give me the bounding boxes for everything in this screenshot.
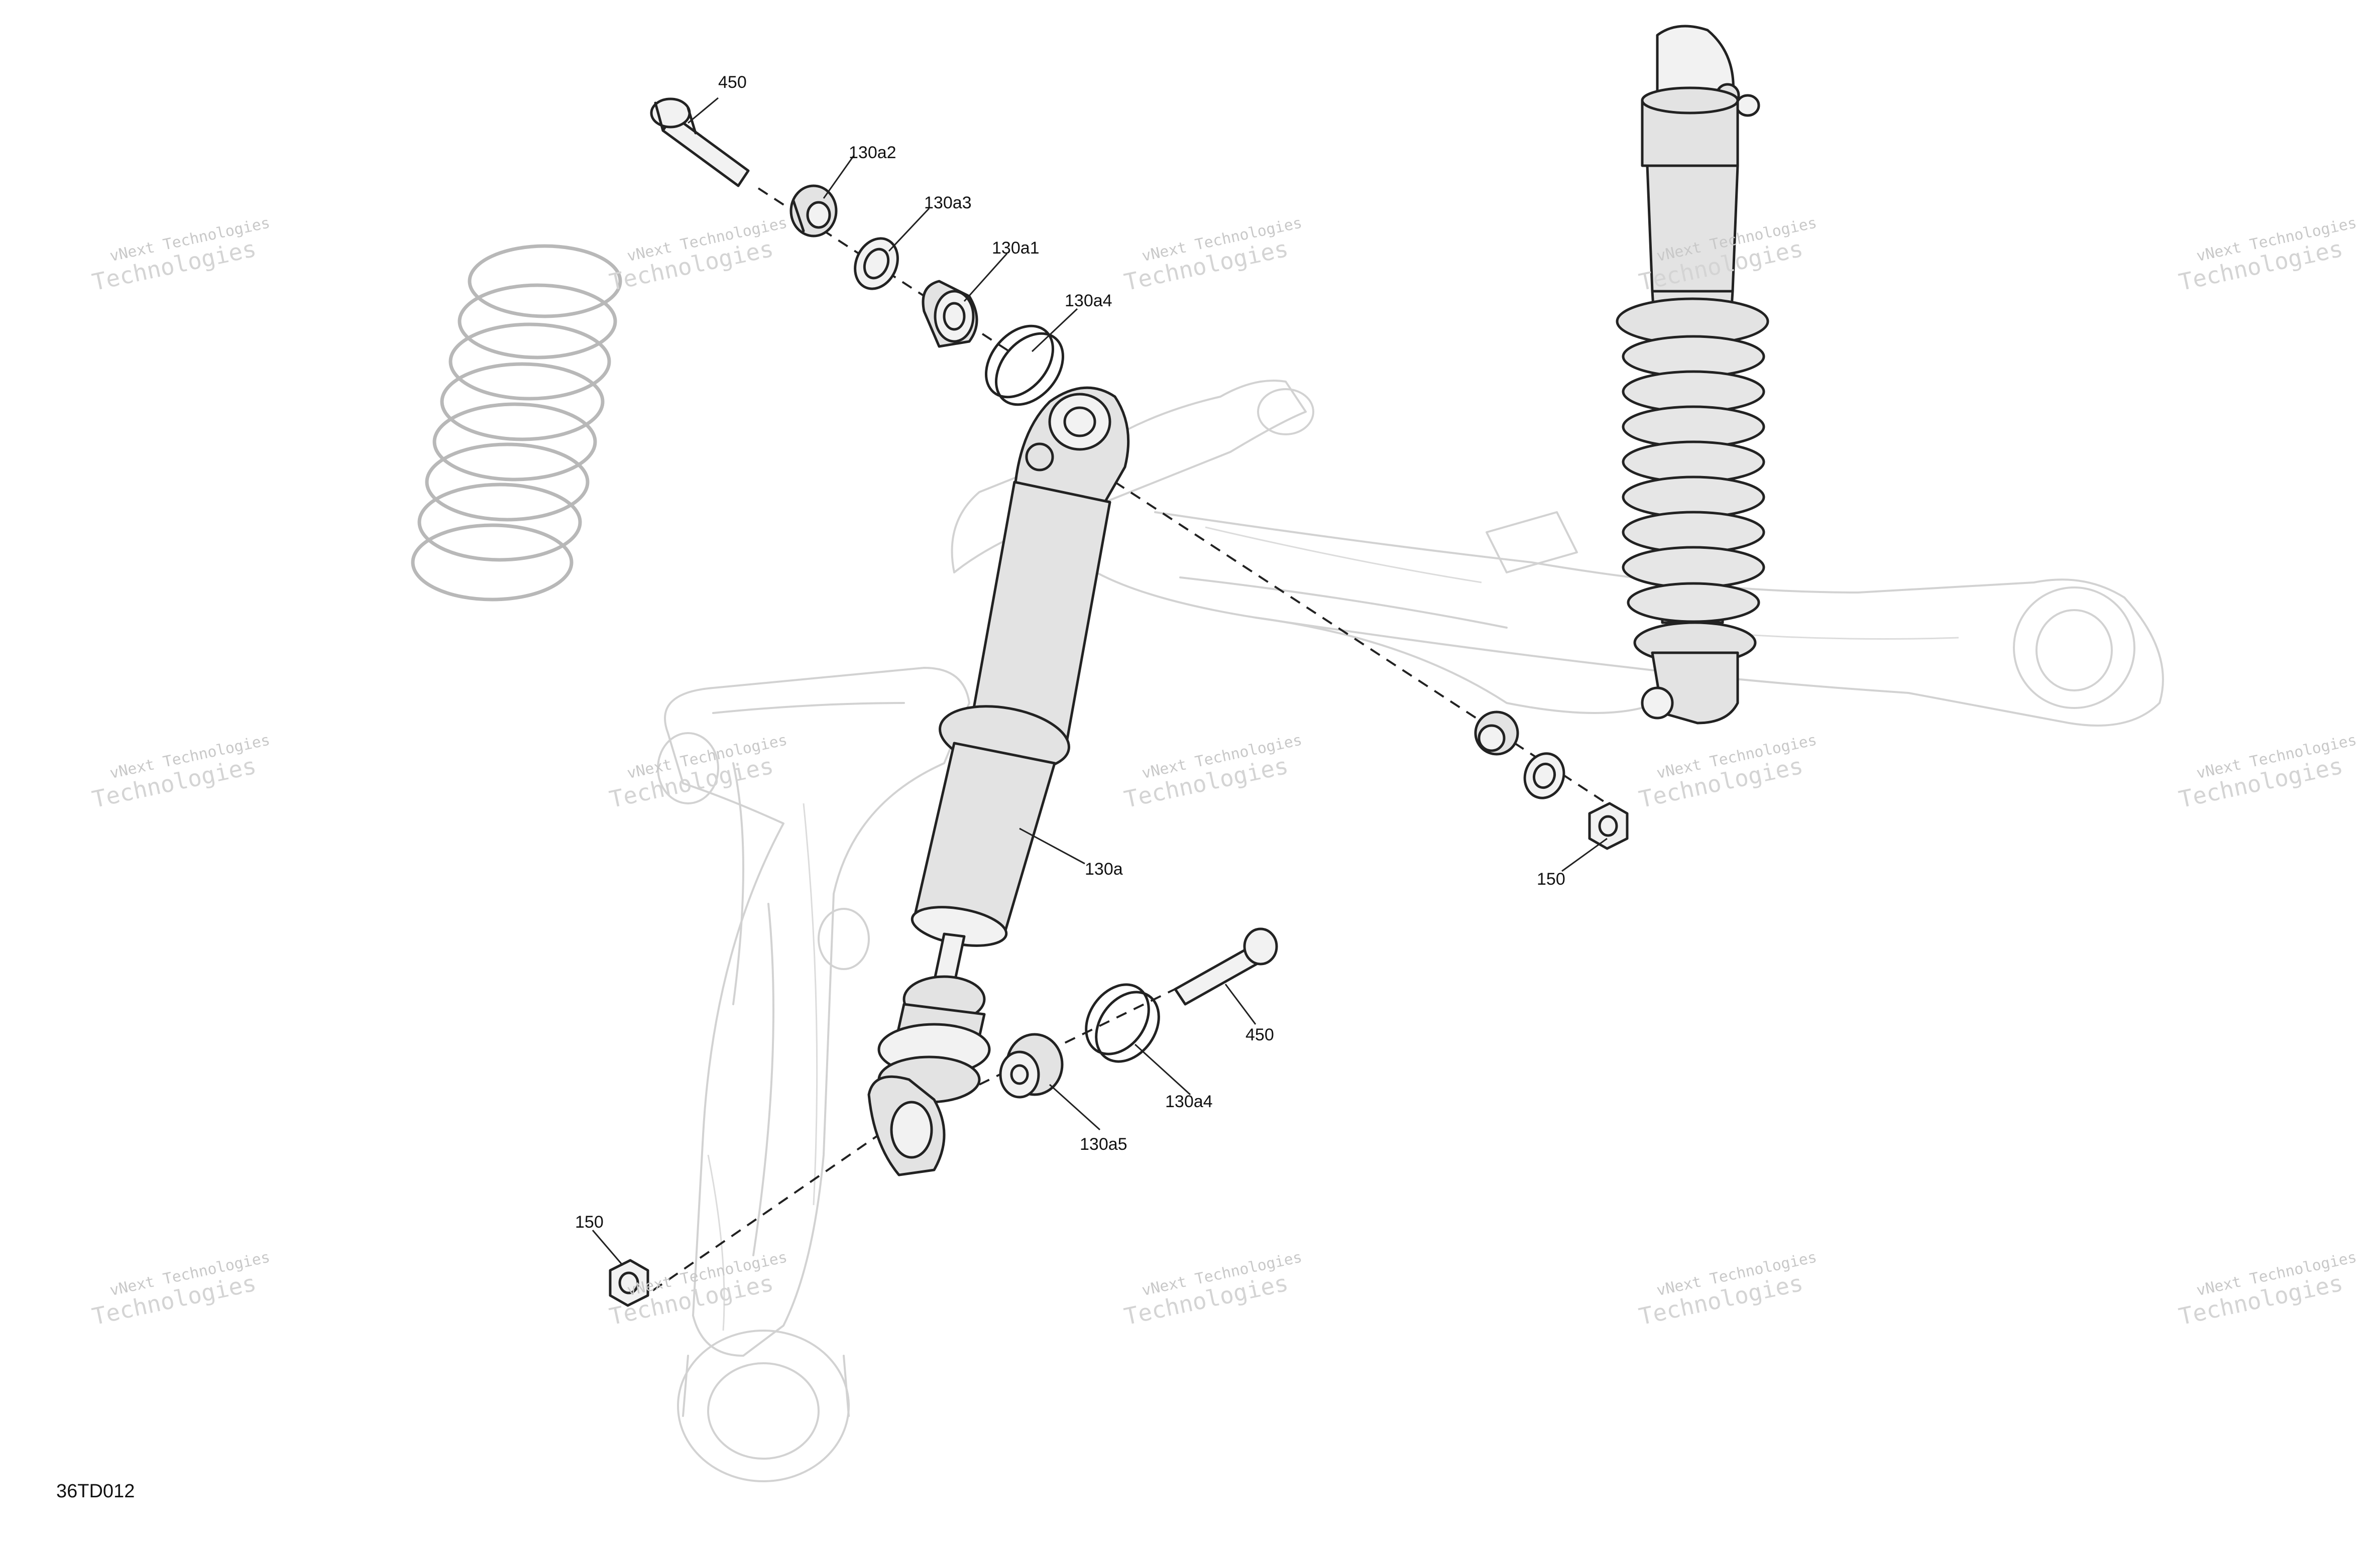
callout-130a5: 130a5 bbox=[1080, 1135, 1127, 1154]
callout-130a1: 130a1 bbox=[992, 239, 1040, 258]
retaining-ring-130a4-bottom bbox=[1085, 983, 1160, 1063]
watermark-grid: vNext Technologies Technologies vNext Te… bbox=[90, 214, 2358, 1330]
callout-130a3: 130a3 bbox=[924, 193, 972, 212]
ghost-lower-control-arm bbox=[657, 667, 970, 1482]
washer-right bbox=[1523, 752, 1565, 799]
bushing-130a2 bbox=[789, 184, 838, 238]
callout-130a4-top: 130a4 bbox=[1065, 291, 1112, 310]
ghost-upper-control-arm bbox=[951, 380, 2164, 727]
nut-150-left bbox=[609, 1259, 649, 1307]
bushing-130a5 bbox=[999, 1033, 1064, 1099]
bolt-450-top bbox=[650, 97, 750, 187]
figure-id: 36TD012 bbox=[56, 1481, 135, 1502]
callout-150-left: 150 bbox=[575, 1213, 604, 1232]
callout-130a: 130a bbox=[1085, 860, 1123, 879]
bushing-right bbox=[1474, 710, 1519, 756]
bearing-130a1 bbox=[922, 280, 978, 348]
bolt-450-bottom bbox=[1174, 927, 1278, 1006]
callout-130a2: 130a2 bbox=[849, 143, 896, 162]
callout-130a4-bottom: 130a4 bbox=[1165, 1092, 1213, 1111]
nut-150-right bbox=[1588, 802, 1629, 850]
retaining-ring-130a4-top bbox=[985, 324, 1064, 406]
callout-150-right: 150 bbox=[1537, 870, 1565, 889]
coil-spring-loose bbox=[411, 244, 622, 602]
callout-450-bottom: 450 bbox=[1245, 1025, 1274, 1044]
washer-130a3 bbox=[854, 237, 899, 290]
shock-absorber-assembled bbox=[1616, 25, 1769, 725]
leader-lines bbox=[592, 97, 1608, 1266]
callout-450-top: 450 bbox=[718, 73, 747, 92]
callout-labels: 450 130a2 130a3 130a1 130a4 130a 150 450… bbox=[575, 73, 1565, 1232]
shock-absorber-130a bbox=[867, 386, 1130, 1176]
